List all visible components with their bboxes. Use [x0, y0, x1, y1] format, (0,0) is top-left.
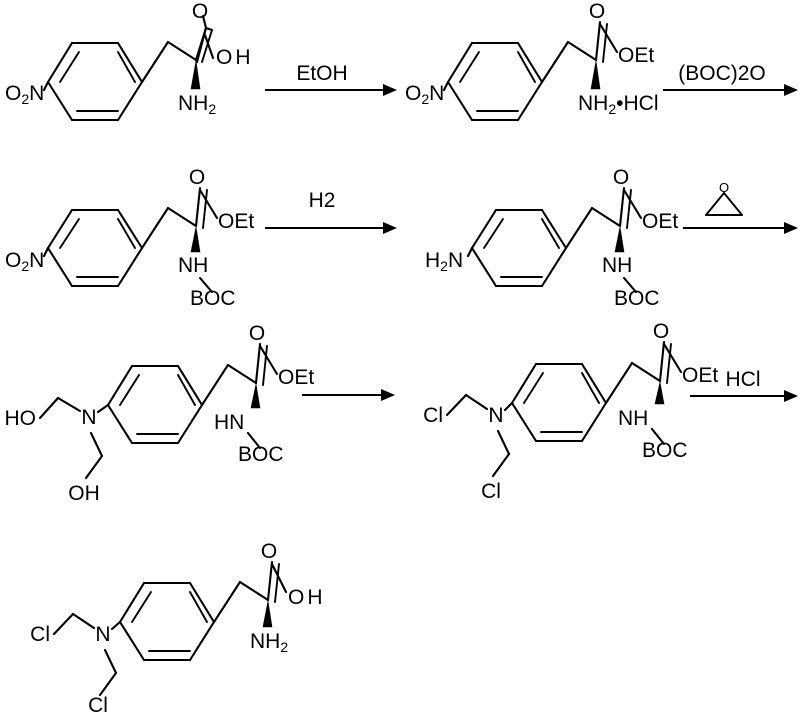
benzene-ring: [510, 362, 608, 443]
amine-label: NH2: [250, 630, 288, 655]
arrow-6-hcl: HCl: [690, 368, 798, 402]
arrowhead: [784, 390, 798, 402]
chlorine-lower-label: Cl: [88, 694, 108, 712]
structure-3-boc-nitro-ester: O2N O OEt NH BOC: [5, 166, 254, 310]
arrowhead: [784, 84, 798, 96]
stereo-wedge: [654, 381, 665, 405]
stereo-wedge: [614, 226, 625, 253]
n-aryl-bond: [503, 401, 514, 412]
ethyl-ester-label: OEt: [618, 44, 654, 67]
nitro-group-label: O2N: [5, 82, 44, 107]
carbamate-nh-label: NH: [178, 254, 208, 277]
chloroethyl-arm-left: Cl: [30, 612, 96, 646]
benzene-ring: [106, 364, 204, 445]
tertiary-amine-n-label: N: [488, 404, 503, 427]
boc-label: BOC: [238, 443, 284, 466]
chlorine-lower-label: Cl: [481, 480, 501, 503]
arrowhead: [381, 389, 395, 401]
benzene-ring: [46, 41, 144, 122]
stereo-wedge: [190, 226, 201, 253]
hydroxyl-left-label: HO: [5, 407, 37, 430]
arrow-3-h2: H2: [265, 189, 397, 234]
carbonyl-oxygen-label: O: [249, 322, 265, 345]
reagent-label-etoh: EtOH: [296, 62, 347, 85]
arrow-4-epoxide: O: [683, 180, 798, 234]
carbonyl-oxygen-label: O: [189, 166, 205, 189]
reagent-label-boc2o: (BOC)2O: [678, 62, 766, 85]
structure-6-bis-chloroethyl-boc: N Cl Cl O OEt NH BOC: [423, 320, 718, 503]
carbonyl-oxygen-label: O: [589, 0, 605, 23]
arrowhead: [383, 222, 397, 234]
arrowhead: [383, 84, 397, 96]
reagent-label-hcl: HCl: [726, 368, 761, 391]
hydroxyethyl-arm-lower: OH: [68, 431, 104, 505]
carbonyl-oxygen-label: O: [261, 540, 277, 563]
structure-4-boc-amino-ester: H2N O OEt NH BOC: [425, 166, 678, 310]
epoxide-oxygen-label: O: [719, 180, 729, 195]
ethyl-ester-label: OEt: [278, 366, 314, 389]
benzene-ring: [470, 208, 568, 288]
carbamate-nh-label: NH: [618, 407, 648, 430]
ethyl-ester-label: OEt: [682, 364, 718, 387]
benzene-ring: [446, 41, 544, 122]
stereo-wedge: [250, 383, 261, 409]
tertiary-amine-n-label: N: [81, 406, 96, 429]
epoxide-icon: O: [705, 180, 743, 216]
nitro-group-label: O2N: [405, 82, 444, 107]
boc-label: BOC: [614, 287, 660, 310]
carbonyl-oxygen-label: O: [192, 0, 208, 23]
amine-label: NH2: [178, 92, 216, 117]
structure-5-bis-hydroxyethyl: N HO OH O OEt HN BOC: [5, 322, 315, 505]
hydroxyl-lower-label: OH: [68, 482, 100, 505]
stereo-wedge: [590, 60, 601, 90]
stereo-wedge: [190, 60, 201, 90]
benzene-ring: [118, 581, 216, 662]
chloroethyl-arm-left: Cl: [423, 393, 489, 427]
n-aryl-bond: [96, 403, 110, 414]
boc-label: BOC: [642, 439, 688, 462]
carbamate-hn-label: HN: [214, 411, 244, 434]
carbonyl-oxygen-label: O: [613, 166, 629, 189]
nitro-group-label: O2N: [5, 249, 44, 274]
n-aryl-bond: [110, 620, 122, 631]
structure-2-nitro-ethyl-ester-hcl: O2N O OEt NH2•HCl: [405, 0, 659, 122]
carbamate-nh-label: NH: [602, 254, 632, 277]
arrow-1-etoh: EtOH: [265, 62, 397, 96]
amine-hcl-label: NH2•HCl: [578, 92, 659, 117]
arrowhead: [784, 222, 798, 234]
reagent-label-h2: H2: [309, 189, 336, 212]
nitro-bond: [42, 80, 50, 92]
aniline-amine-label: H2N: [425, 249, 463, 274]
ethyl-ester-label: OEt: [218, 210, 254, 233]
boc-label: BOC: [190, 287, 236, 310]
chloroethyl-arm-lower: Cl: [88, 648, 118, 712]
chlorine-left-label: Cl: [30, 623, 50, 646]
chlorine-left-label: Cl: [423, 404, 443, 427]
arrow-5-unlabeled: [302, 389, 395, 401]
chloroethyl-arm-lower: Cl: [481, 429, 511, 503]
ethyl-ester-label: OEt: [642, 210, 678, 233]
carbonyl-oxygen-label: O: [653, 320, 669, 343]
arrow-2-boc2o: (BOC)2O: [663, 62, 798, 96]
benzene-ring: [46, 208, 144, 288]
hydroxyethyl-arm-left: HO: [5, 396, 82, 430]
stereo-wedge: [262, 600, 273, 628]
tertiary-amine-n-label: N: [95, 623, 110, 646]
